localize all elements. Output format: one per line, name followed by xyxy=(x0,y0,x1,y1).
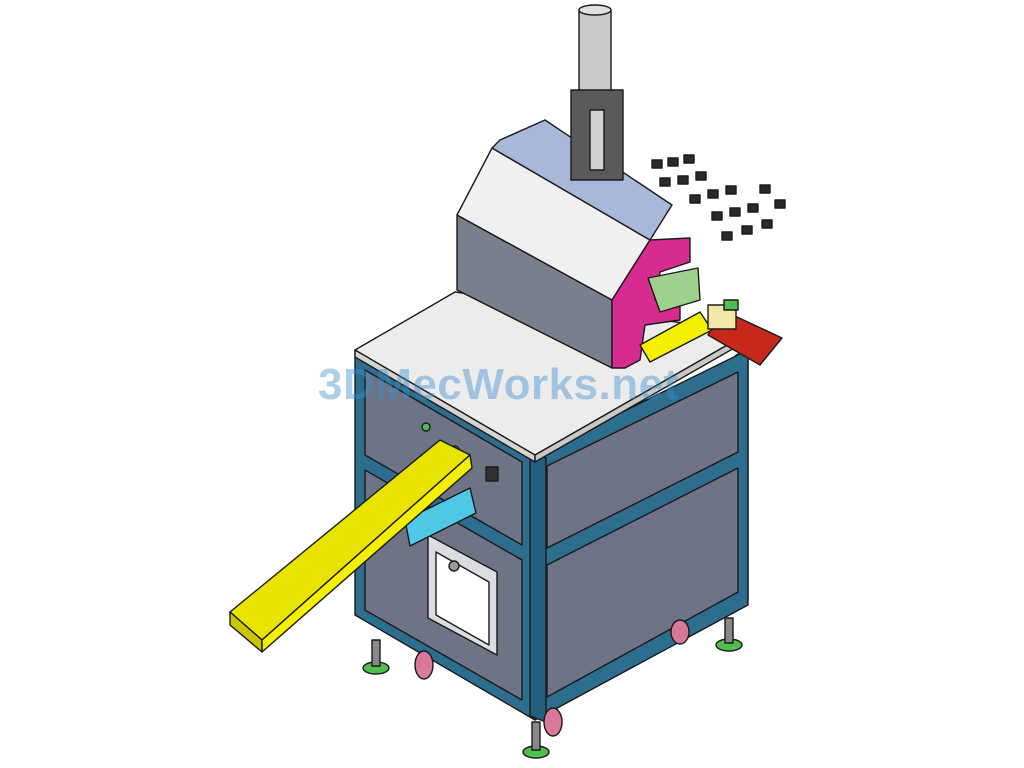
access-window-opening xyxy=(435,551,490,646)
chute-mount xyxy=(404,487,477,547)
power-switch xyxy=(485,466,499,482)
indicator-lamp xyxy=(421,422,431,432)
window-knob xyxy=(448,560,460,572)
feet-stems xyxy=(371,617,734,751)
right-lower-panel xyxy=(546,467,739,698)
green-tooling xyxy=(647,267,701,313)
corner-post xyxy=(529,451,547,723)
cylinder-top xyxy=(578,4,612,16)
parts-strip xyxy=(651,154,786,241)
right-upper-panel xyxy=(546,371,739,549)
cylinder-tube xyxy=(578,9,612,99)
cylinder-rod xyxy=(589,109,605,171)
sensor-green xyxy=(723,299,739,311)
chute-lip xyxy=(261,454,473,653)
caster-wheels xyxy=(414,619,690,737)
yellow-base xyxy=(639,311,713,363)
